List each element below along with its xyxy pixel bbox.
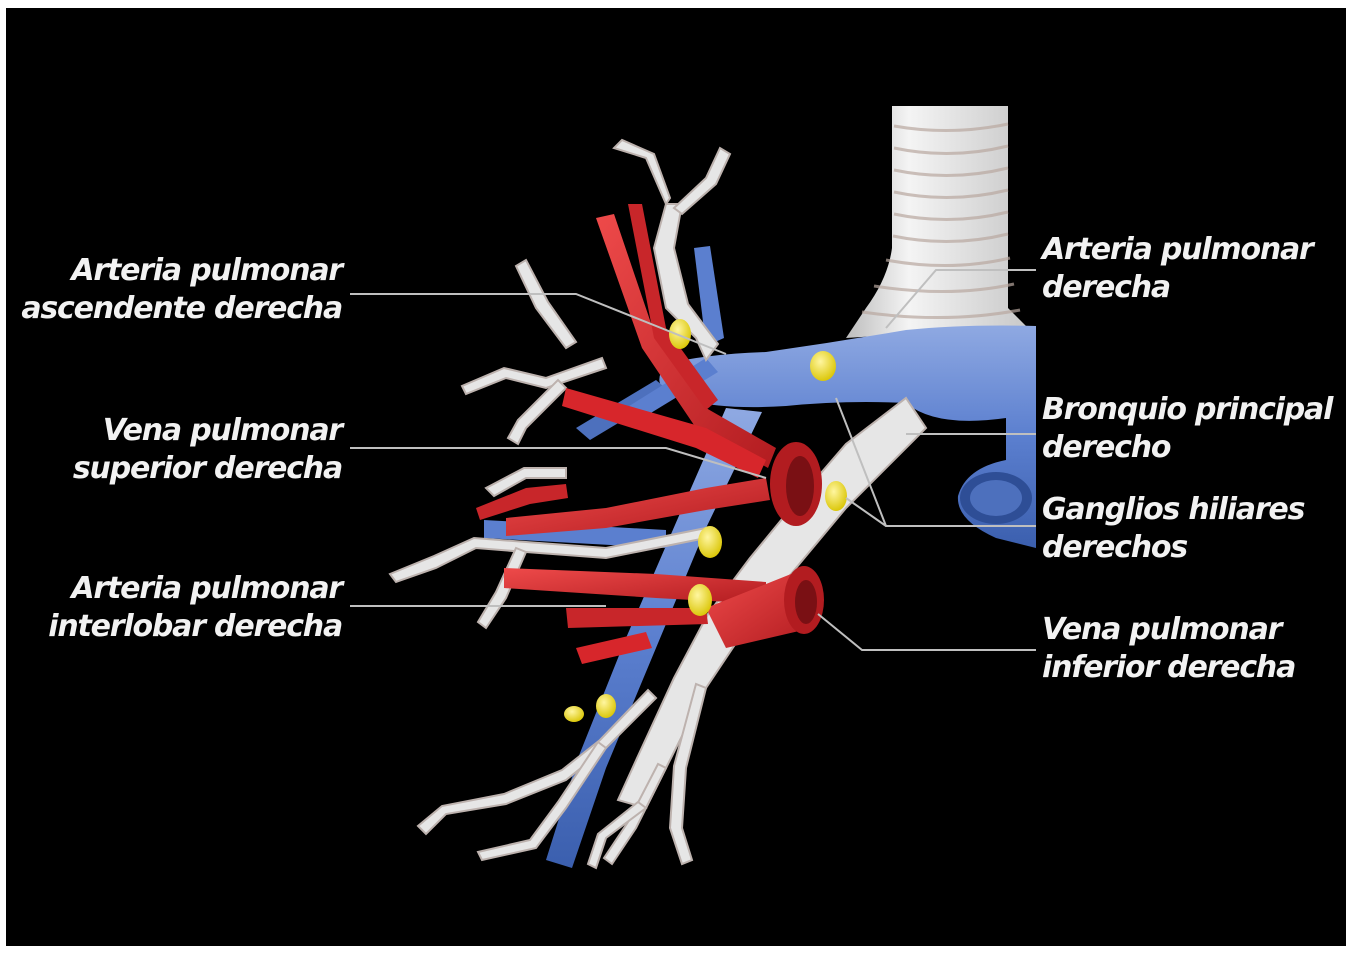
diagram-canvas: Arteria pulmonar ascendente derecha Vena… — [6, 8, 1346, 946]
label-line: Arteria pulmonar — [6, 570, 342, 608]
label-line: interlobar derecha — [6, 608, 342, 646]
label-arteria-pulmonar-derecha: Arteria pulmonar derecha — [1042, 231, 1313, 307]
lymph-node — [825, 481, 847, 511]
label-line: inferior derecha — [1042, 649, 1295, 687]
label-line: Ganglios hiliares — [1042, 491, 1304, 529]
label-line: derechos — [1042, 529, 1304, 567]
label-line: Arteria pulmonar — [1042, 231, 1313, 269]
lymph-node — [810, 351, 836, 381]
label-line: ascendente derecha — [6, 290, 342, 328]
label-line: Vena pulmonar — [1042, 611, 1295, 649]
lymph-node — [596, 694, 616, 718]
label-line: derecha — [1042, 269, 1313, 307]
label-vena-pulmonar-superior-derecha: Vena pulmonar superior derecha — [6, 412, 342, 488]
label-ganglios-hiliares-derechos: Ganglios hiliares derechos — [1042, 491, 1304, 567]
label-vena-pulmonar-inferior-derecha: Vena pulmonar inferior derecha — [1042, 611, 1295, 687]
label-arteria-pulmonar-interlobar-derecha: Arteria pulmonar interlobar derecha — [6, 570, 342, 646]
label-arteria-pulmonar-ascendente-derecha: Arteria pulmonar ascendente derecha — [6, 252, 342, 328]
leader-line-vena-inferior — [818, 614, 1036, 650]
label-line: Bronquio principal — [1042, 391, 1332, 429]
label-line: derecho — [1042, 429, 1332, 467]
lymph-node — [698, 526, 722, 558]
label-line: superior derecha — [6, 450, 342, 488]
label-bronquio-principal-derecho: Bronquio principal derecho — [1042, 391, 1332, 467]
trachea — [846, 106, 1026, 338]
label-line: Vena pulmonar — [6, 412, 342, 450]
label-line: Arteria pulmonar — [6, 252, 342, 290]
lymph-node — [688, 584, 712, 616]
lymph-node — [669, 319, 691, 349]
lymph-node — [564, 706, 584, 722]
